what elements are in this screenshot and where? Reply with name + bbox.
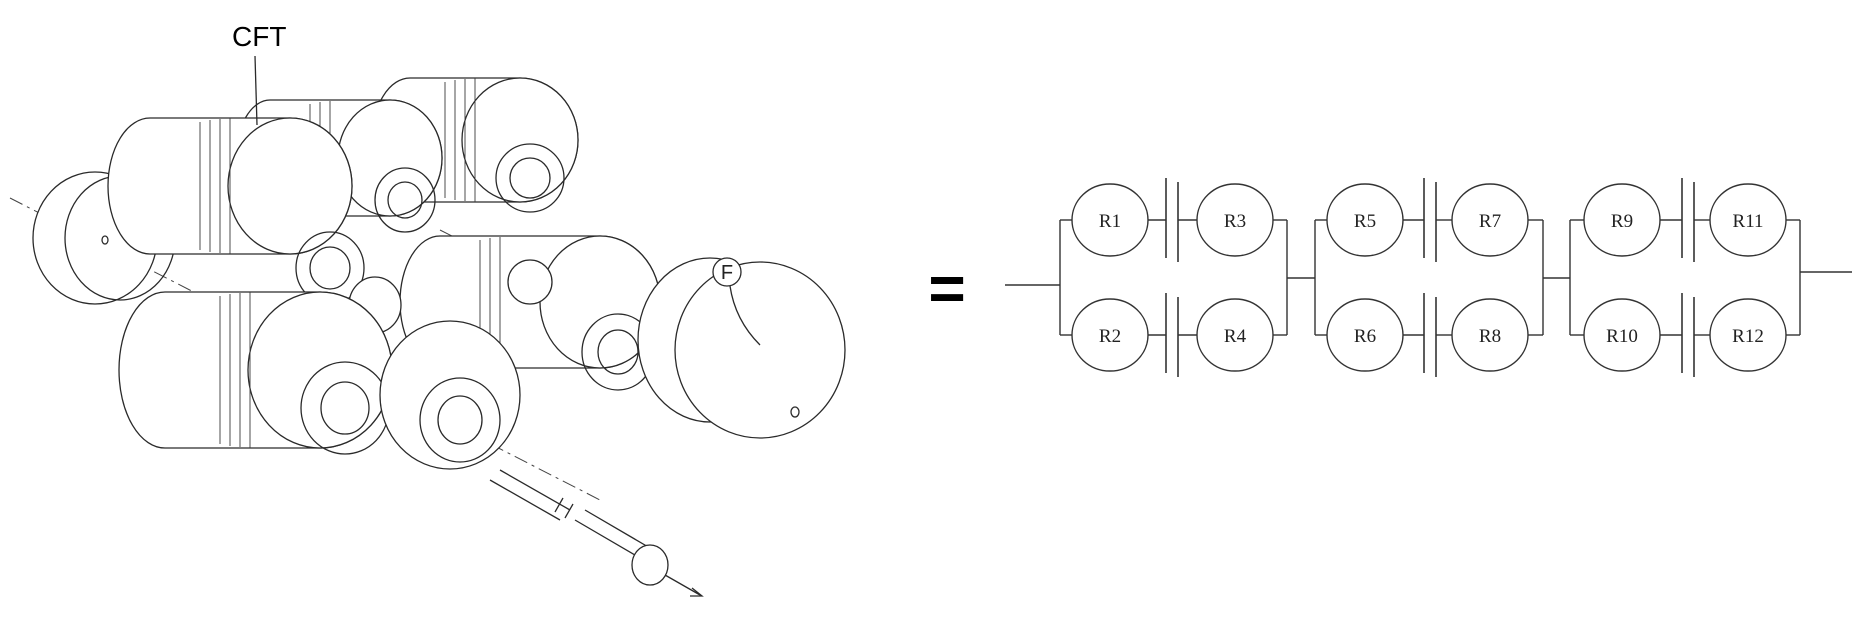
detail-f-label: F	[721, 262, 733, 284]
resistor-label: R5	[1354, 211, 1376, 232]
equivalent-circuit: R1 R3R2 R4 R5 R7R6 R8 R9 R11R10 R12	[1005, 178, 1852, 377]
resistor-label: R10	[1606, 326, 1638, 347]
cft-label: CFT	[232, 21, 286, 52]
resistor-label: R7	[1479, 211, 1501, 232]
probe-rod	[490, 470, 702, 596]
resistor-label: R2	[1099, 326, 1121, 347]
cylinder-front-bottom-2	[380, 321, 520, 469]
resistor-label: R9	[1611, 211, 1633, 232]
resistor-label: R4	[1224, 326, 1247, 347]
right-end-plate	[638, 258, 845, 438]
resistor-label: R11	[1733, 211, 1764, 232]
cft-assembly-drawing: F CFT	[10, 21, 845, 596]
resistor-label: R12	[1732, 326, 1764, 347]
collar-small	[508, 260, 552, 304]
resistor-label: R6	[1354, 326, 1376, 347]
resistor-label: R1	[1099, 211, 1121, 232]
equals-sign: =	[928, 252, 965, 324]
cylinder-front-bottom	[119, 292, 392, 454]
resistor-label: R8	[1479, 326, 1501, 347]
resistor-label: R3	[1224, 211, 1246, 232]
